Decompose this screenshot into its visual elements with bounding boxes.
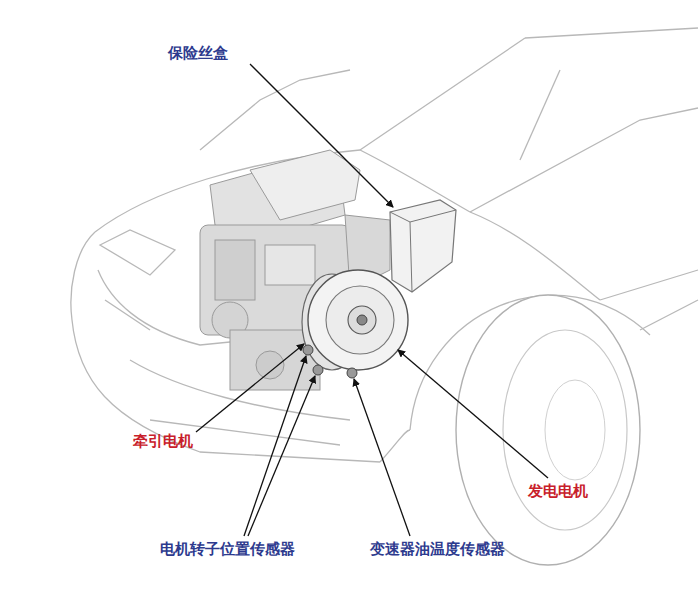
- part-label: 牵引电机: [133, 432, 193, 450]
- part-label: 保险丝盒: [168, 44, 228, 62]
- wheel: [456, 295, 640, 565]
- part-label: 发电电机: [528, 482, 588, 500]
- fuse-box: [390, 200, 456, 292]
- leader-lines: [196, 64, 548, 536]
- motor-generator: [302, 270, 408, 378]
- part-label: 电机转子位置传感器: [160, 540, 295, 558]
- part-label: 变速器油温度传感器: [370, 540, 505, 558]
